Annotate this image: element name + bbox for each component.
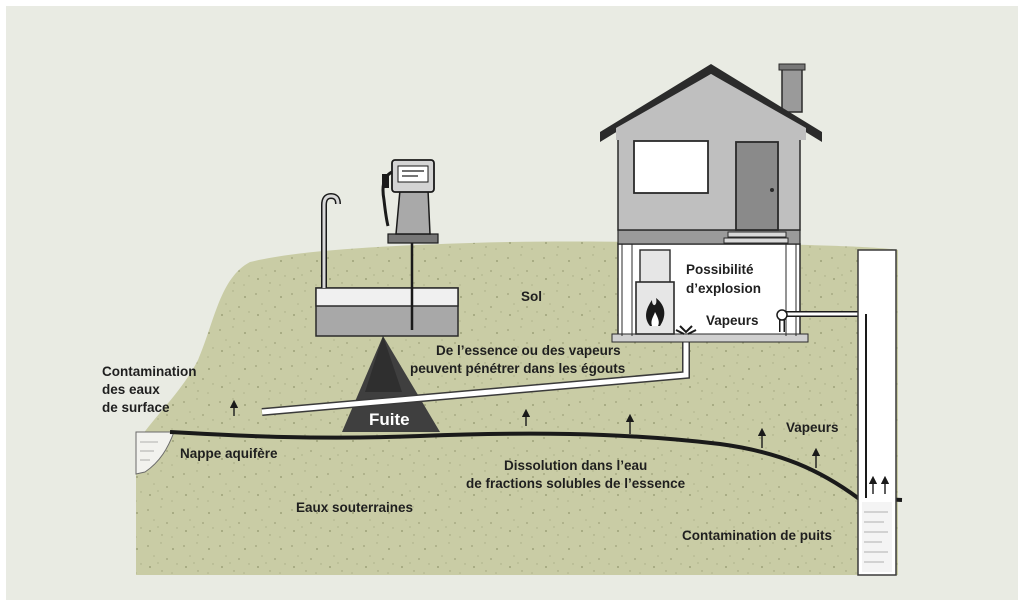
house <box>600 63 822 343</box>
label-vapeurs-right: Vapeurs <box>786 420 839 435</box>
chimney-icon <box>781 65 803 113</box>
label-dissolution-2: de fractions solubles de l’essence <box>466 476 686 491</box>
label-contamination-surface-3: de surface <box>102 400 170 415</box>
label-vapeurs-house: Vapeurs <box>706 313 759 328</box>
gas-pump-icon <box>381 159 439 244</box>
label-possibilite-1: Possibilité <box>686 262 754 277</box>
label-sol: Sol <box>521 289 542 304</box>
label-possibilite-2: d’explosion <box>686 281 761 296</box>
house-door <box>735 141 779 231</box>
label-contamination-puits: Contamination de puits <box>682 528 832 543</box>
house-window <box>633 140 709 194</box>
label-contamination-surface-1: Contamination <box>102 364 197 379</box>
flame-icon <box>646 298 665 326</box>
label-essence-2: peuvent pénétrer dans les égouts <box>410 361 625 376</box>
label-nappe: Nappe aquifère <box>180 446 278 461</box>
label-contamination-surface-2: des eaux <box>102 382 160 397</box>
label-eaux-souterraines: Eaux souterraines <box>296 500 413 515</box>
label-essence-1: De l’essence ou des vapeurs <box>436 343 621 358</box>
water-table-line <box>169 430 903 502</box>
label-dissolution-1: Dissolution dans l’eau <box>504 458 647 473</box>
label-fuite: Fuite <box>369 410 410 429</box>
